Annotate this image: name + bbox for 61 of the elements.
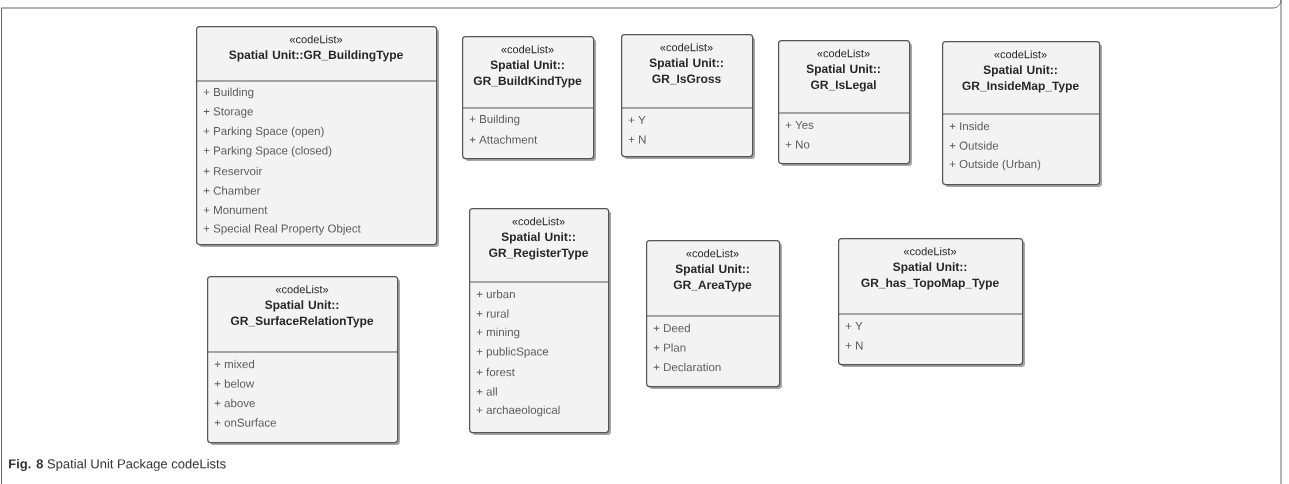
stereotype-label: «codeList» [275,285,329,294]
attribute-label: + all [476,387,497,396]
class-box [206,276,400,445]
attribute-label: + Monument [203,206,268,214]
attribute-label: + rural [476,309,509,318]
class-name: Spatial Unit:: GR_SurfaceRelationType [230,300,374,328]
class-box [620,34,755,159]
attribute-label: + mixed [214,359,255,369]
attribute-label: + Y [845,322,863,330]
attribute-label: + Inside [949,121,990,131]
class-box [941,41,1102,187]
stereotype-label: «codeList» [903,247,957,256]
class-box [195,26,439,247]
attribute-label: + Y [628,116,646,124]
attribute-label: + Yes [785,121,814,129]
class-box [837,238,1025,367]
attribute-label: + Outside [949,141,999,150]
stereotype-label: «codeList» [817,49,870,58]
attribute-label: + Attachment [469,135,538,144]
attribute-label: + publicSpace [476,347,549,358]
attribute-label: + Declaration [653,362,721,372]
stereotype-label: «codeList» [501,45,554,54]
attribute-label: + No [785,140,810,149]
attribute-label: + Parking Space (open) [203,126,324,138]
stereotype-label: «codeList» [994,50,1047,59]
attribute-label: + Storage [203,107,253,118]
class-name: Spatial Unit:: GR_BuildKindType [473,60,582,88]
class-box [645,240,782,389]
stereotype-label: «codeList» [686,249,739,258]
attribute-label: + Building [469,114,520,126]
attribute-label: + N [845,341,863,350]
class-name: Spatial Unit:: GR_has_TopoMap_Type [861,262,999,290]
class-box [461,36,596,161]
attribute-label: + Outside (Urban) [949,159,1041,171]
attribute-label: + N [628,135,646,144]
stereotype-label: «codeList» [512,217,565,226]
attribute-label: + Chamber [203,186,261,195]
class-name: Spatial Unit:: GR_IsGross [649,58,723,85]
class-name: Spatial Unit:: GR_AreaType [673,264,752,292]
attribute-label: + mining [476,327,520,339]
attribute-label: + Plan [653,343,686,352]
attribute-label: + Deed [653,323,690,333]
class-name: Spatial Unit:: GR_RegisterType [489,232,588,260]
attribute-label: + Reservoir [203,166,263,176]
stereotype-label: «codeList» [660,43,713,52]
class-box [468,208,611,435]
class-name: Spatial Unit:: GR_IsLegal [806,64,880,92]
class-name: Spatial Unit:: GR_InsideMap_Type [962,65,1079,93]
attribute-label: + forest [476,367,515,377]
attribute-label: + Building [203,87,254,99]
class-box [777,40,912,166]
attribute-label: + urban [476,289,515,299]
class-name: Spatial Unit::GR_BuildingType [229,50,403,62]
figure-caption: Fig. 8 Spatial Unit Package codeLists [9,458,226,472]
attribute-label: + below [214,379,255,388]
attribute-label: + above [214,398,255,408]
attribute-label: + archaeological [476,405,560,417]
attribute-label: + onSurface [214,418,276,427]
stereotype-label: «codeList» [289,35,343,44]
attribute-label: + Special Real Property Object [203,224,361,235]
attribute-label: + Parking Space (closed) [203,146,332,157]
